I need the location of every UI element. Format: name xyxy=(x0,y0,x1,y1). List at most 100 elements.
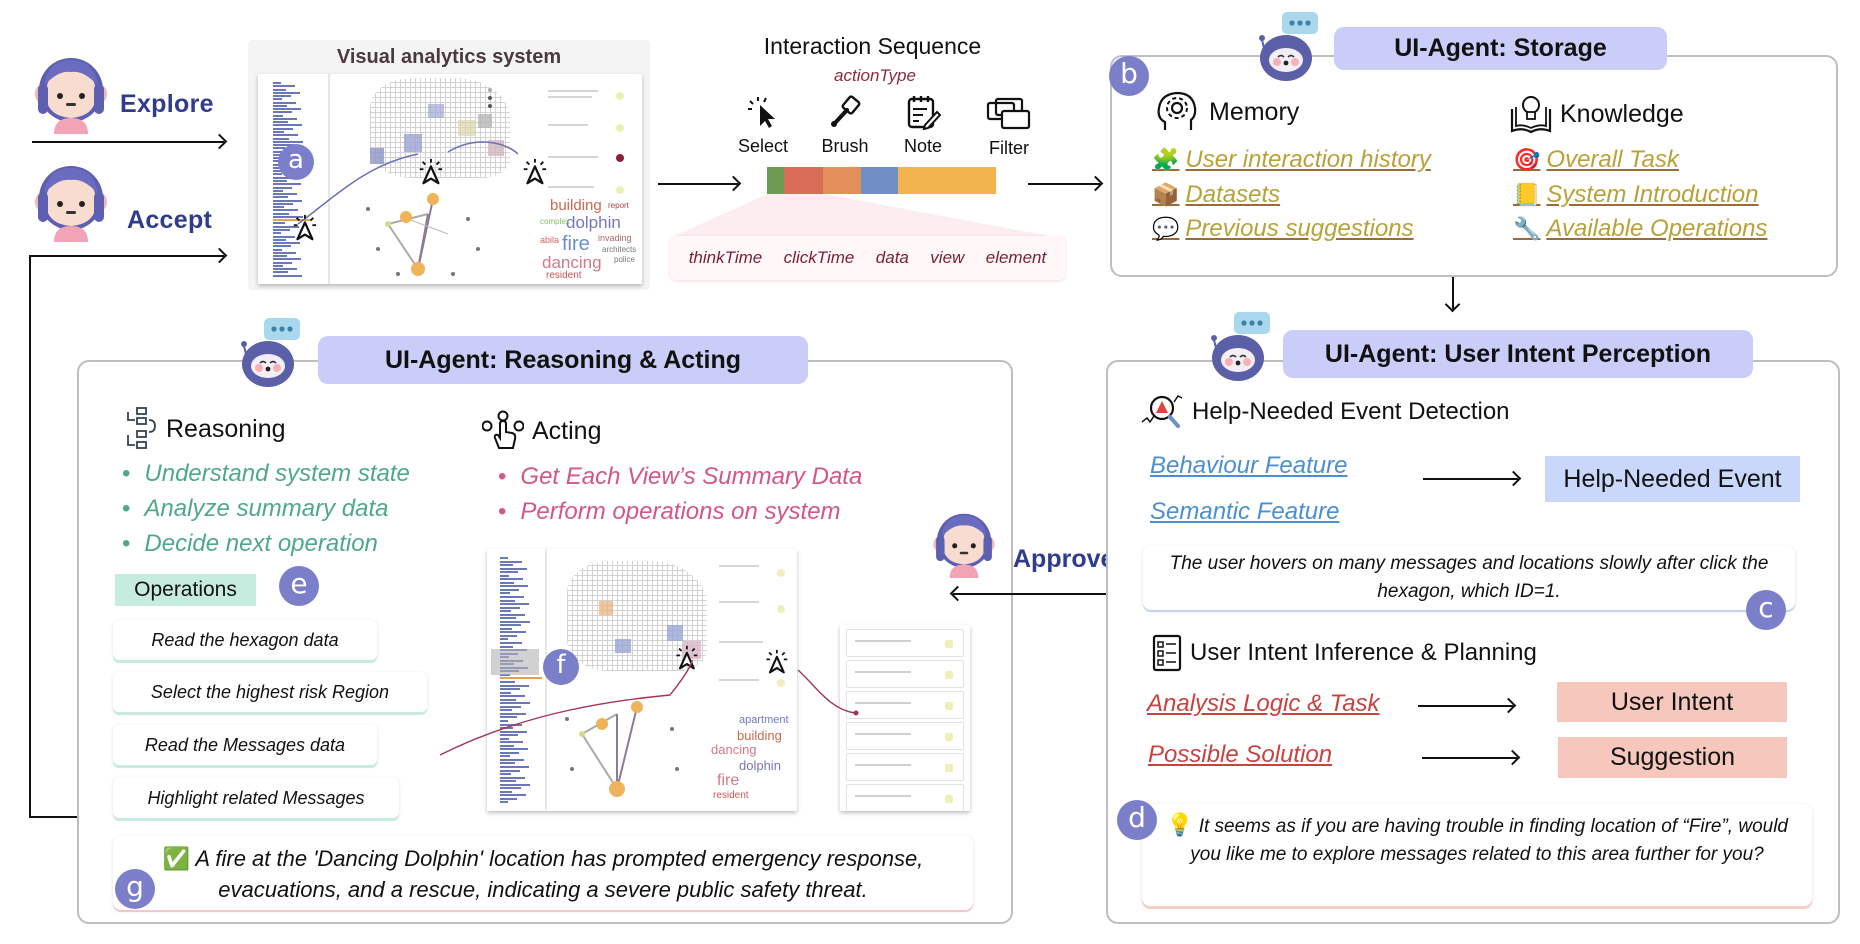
reasoning-acting-title: UI-Agent: Reasoning & Acting xyxy=(318,336,808,384)
marker-a: a xyxy=(278,144,314,180)
histogram-bar xyxy=(273,193,298,196)
dashboard-screenshot[interactable]: a xyxy=(258,74,642,284)
knowledge-item-overall-task[interactable]: 🎯 Overall Task xyxy=(1513,146,1679,174)
histogram-bar xyxy=(273,189,284,192)
histogram-bar xyxy=(273,82,282,84)
detection-arrow xyxy=(1423,478,1518,480)
histogram-bar xyxy=(273,264,284,267)
cursor-icon xyxy=(416,158,444,186)
perception-title: UI-Agent: User Intent Perception xyxy=(1283,330,1753,378)
analysis-logic-link[interactable]: Analysis Logic & Task xyxy=(1147,690,1380,717)
box-icon: 📦 xyxy=(1152,182,1180,208)
to-sequence-arrow xyxy=(658,183,738,185)
memory-item-label: User interaction history xyxy=(1185,146,1431,173)
operation-select-highest-risk[interactable]: Select the highest risk Region xyxy=(113,672,427,712)
acting-dashboard-screenshot[interactable]: f apartment building dancing dolphin fir… xyxy=(487,549,797,811)
histogram-bar xyxy=(273,176,297,179)
marker-d: d xyxy=(1117,800,1157,840)
histogram-bar xyxy=(273,101,297,104)
interaction-sequence-title: Interaction Sequence xyxy=(763,33,982,59)
attribute-item: element xyxy=(985,248,1047,267)
knowledge-heading-text: Knowledge xyxy=(1560,99,1684,128)
histogram-bar xyxy=(499,730,527,733)
network-graph xyxy=(565,701,679,797)
action-note: Note xyxy=(883,92,963,157)
word-cloud: building report dolphin complex fire inv… xyxy=(540,197,637,281)
histogram-bar xyxy=(499,595,524,598)
marker-c: c xyxy=(1746,590,1786,630)
histogram-bar xyxy=(499,766,529,769)
suggestion-box: 💡 It seems as if you are having trouble … xyxy=(1142,804,1812,906)
histogram-bar xyxy=(499,698,516,701)
histogram-bar xyxy=(273,212,290,215)
histogram-bar xyxy=(273,157,282,160)
inference-heading-text: User Intent Inference & Planning xyxy=(1190,639,1537,666)
histogram-bar xyxy=(499,638,508,641)
memory-item-interaction-history[interactable]: 🧩 User interaction history xyxy=(1152,146,1431,174)
sequence-segment xyxy=(860,167,898,194)
operation-read-hexagon[interactable]: Read the hexagon data xyxy=(113,620,377,660)
user-avatar-accept xyxy=(34,164,108,242)
memory-item-label: Datasets xyxy=(1185,181,1281,208)
histogram-bar xyxy=(499,780,516,783)
acting-heading-text: Acting xyxy=(532,416,602,445)
knowledge-item-available-operations[interactable]: 🔧 Available Operations xyxy=(1513,215,1767,243)
marker-g: g xyxy=(115,869,155,909)
histogram-bar xyxy=(499,631,526,634)
histogram-bar xyxy=(499,691,511,694)
suggestion-badge: Suggestion xyxy=(1558,737,1787,778)
histogram-bar xyxy=(499,624,521,627)
filter-icon xyxy=(986,97,1031,130)
detection-heading: Help-Needed Event Detection xyxy=(1140,392,1510,432)
reasoning-bullet: Decide next operation xyxy=(122,530,377,558)
possible-solution-link[interactable]: Possible Solution xyxy=(1148,741,1333,768)
operation-read-messages[interactable]: Read the Messages data xyxy=(113,725,377,765)
flowchart-icon xyxy=(127,407,156,449)
hand-tap-icon xyxy=(482,410,524,449)
memory-item-datasets[interactable]: 📦 Datasets xyxy=(1152,181,1280,209)
timeline-histogram xyxy=(258,74,330,284)
knowledge-item-label: Available Operations xyxy=(1546,215,1768,242)
histogram-bar xyxy=(273,229,291,231)
histogram-bar xyxy=(499,744,514,747)
histogram-bar xyxy=(273,255,288,258)
storage-panel xyxy=(1110,55,1838,277)
intent-arrow xyxy=(1418,705,1513,707)
histogram-bar xyxy=(499,585,528,588)
knowledge-item-label: Overall Task xyxy=(1546,146,1679,173)
message-card xyxy=(846,722,964,750)
agent-robot-icon xyxy=(1208,312,1274,382)
histogram-bar xyxy=(273,238,287,241)
histogram-bar xyxy=(273,219,313,222)
histogram-bar xyxy=(273,85,296,88)
knowledge-heading: Knowledge xyxy=(1510,93,1684,135)
histogram-bar xyxy=(499,794,526,797)
histogram-bar xyxy=(273,131,285,133)
histogram-bar xyxy=(273,114,284,117)
accept-arrow xyxy=(30,255,224,257)
histogram-bar xyxy=(499,560,522,563)
histogram-bar xyxy=(273,124,303,127)
book-lightbulb-icon xyxy=(1510,96,1552,134)
sequence-segment xyxy=(823,167,861,194)
reasoning-heading: Reasoning xyxy=(122,406,286,452)
behaviour-feature-link[interactable]: Behaviour Feature xyxy=(1150,452,1348,479)
agent-robot-icon xyxy=(1256,12,1322,82)
marker-f: f xyxy=(543,649,579,685)
approve-label: Approve xyxy=(1013,545,1115,573)
histogram-bar xyxy=(273,104,288,107)
histogram-bar xyxy=(499,567,527,570)
histogram-bar xyxy=(499,695,525,698)
messages-panel-screenshot[interactable] xyxy=(840,625,970,811)
reasoning-bullet: Analyze summary data xyxy=(122,495,388,523)
semantic-feature-link[interactable]: Semantic Feature xyxy=(1150,498,1340,525)
target-icon: 🎯 xyxy=(1513,147,1541,173)
histogram-bar xyxy=(499,599,515,602)
histogram-bar xyxy=(273,209,299,212)
histogram-bar xyxy=(499,627,512,630)
lightbulb-icon: 💡 xyxy=(1166,813,1194,838)
memory-item-previous-suggestions[interactable]: 💬 Previous suggestions xyxy=(1152,215,1414,243)
knowledge-item-system-introduction[interactable]: 📒 System Introduction xyxy=(1513,181,1759,209)
operation-highlight-messages[interactable]: Highlight related Messages xyxy=(113,778,399,818)
histogram-bar xyxy=(499,617,516,620)
